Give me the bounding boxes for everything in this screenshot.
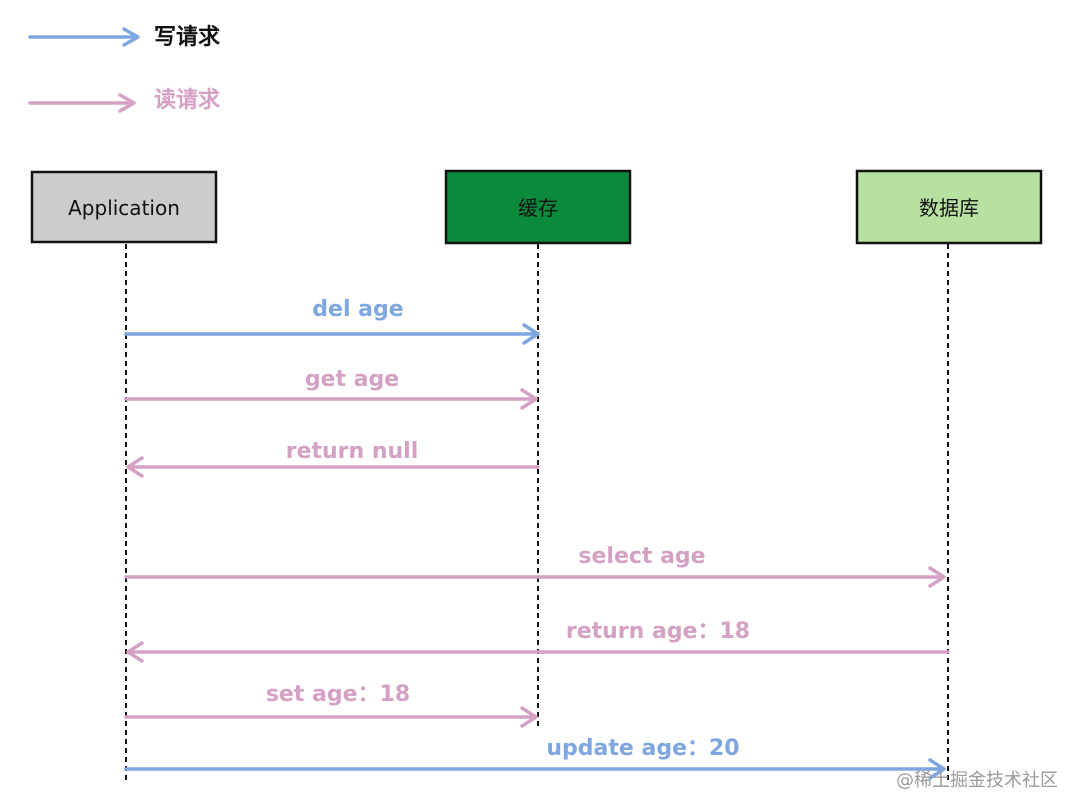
participant-app: Application: [30, 170, 218, 244]
participant-app-label: Application: [68, 196, 180, 220]
legend-read-arrowhead: [118, 93, 136, 113]
message-return-age-arrowhead: [126, 641, 144, 663]
participant-app-box: [30, 170, 218, 244]
message-return-age: return age：18: [126, 619, 950, 663]
message-del-age: del age: [124, 297, 540, 345]
legend-write-label: 写请求: [154, 24, 220, 50]
message-del-age-arrowhead: [522, 323, 540, 345]
message-return-null-label: return null: [286, 439, 419, 464]
message-select-age-label: select age: [578, 544, 705, 569]
legend-read-label: 读请求: [154, 87, 220, 113]
participant-db: 数据库: [855, 169, 1043, 245]
legend-read: 读请求: [28, 87, 220, 113]
message-return-null: return null: [126, 439, 540, 478]
message-set-age-arrowhead: [520, 706, 538, 728]
watermark-text: @稀土掘金技术社区: [896, 770, 1058, 791]
participant-cache-box: [444, 169, 632, 245]
legend-write: 写请求: [28, 24, 220, 50]
message-get-age: get age: [124, 367, 538, 410]
message-return-null-arrowhead: [126, 456, 144, 478]
message-set-age: set age：18: [124, 682, 538, 728]
message-select-age-arrowhead: [928, 566, 946, 588]
message-get-age-arrowhead: [520, 388, 538, 410]
participant-db-box: [855, 169, 1043, 245]
message-set-age-label: set age：18: [266, 682, 410, 707]
message-update-age-arrowhead: [928, 758, 946, 780]
message-del-age-label: del age: [312, 297, 403, 322]
message-update-age-label: update age：20: [546, 736, 739, 761]
message-update-age: update age：20: [124, 736, 946, 780]
message-return-age-label: return age：18: [566, 619, 750, 644]
participant-cache-label: 缓存: [518, 196, 558, 220]
message-get-age-label: get age: [305, 367, 399, 392]
message-select-age: select age: [124, 544, 946, 588]
legend-write-arrowhead: [122, 27, 140, 47]
participant-db-label: 数据库: [919, 196, 979, 220]
participant-cache: 缓存: [444, 169, 632, 245]
legend: 写请求 读请求: [28, 24, 220, 113]
